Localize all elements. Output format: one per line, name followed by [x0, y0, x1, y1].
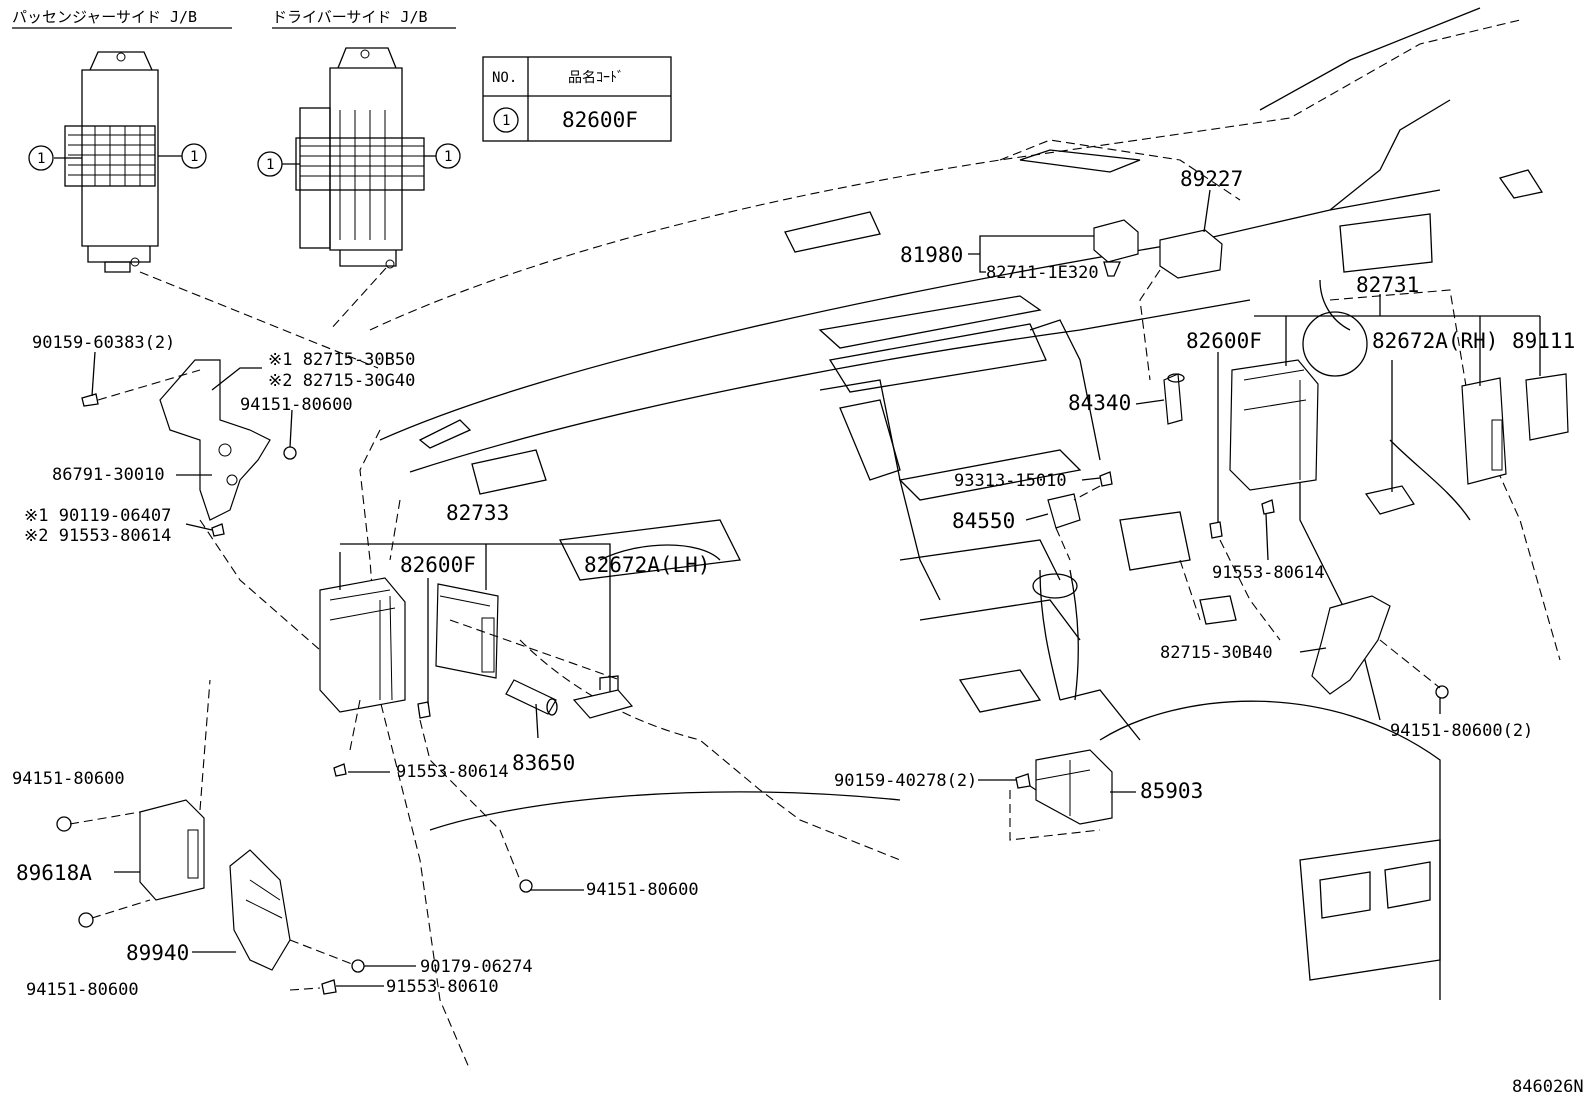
label-91553-80614-a: ※2 91553-80614 [24, 526, 171, 546]
label-82715-30b40: 82715-30B40 [1160, 643, 1273, 663]
table-row-code: 82600F [562, 108, 638, 132]
nut-94151-80600-b [519, 879, 533, 893]
label-89111: 89111 [1512, 329, 1575, 353]
nut-94151-80600-a [283, 446, 297, 460]
clip-82600f-lh [417, 701, 431, 719]
module-89111 [1525, 373, 1569, 441]
switch-84340 [1163, 373, 1185, 425]
code-table: NO. 品名ｺｰﾄﾞ 1 82600F [482, 56, 672, 142]
module-89227 [1159, 229, 1223, 279]
label-82672a-lh: 82672A(LH) [584, 553, 710, 577]
switch-84550 [1047, 493, 1081, 529]
label-82715-30b50: ※1 82715-30B50 [268, 350, 415, 370]
label-84550: 84550 [952, 509, 1015, 533]
label-84340: 84340 [1068, 391, 1131, 415]
dashboard-outline [359, 7, 1561, 1071]
label-82711-1e320: 82711-1E320 [986, 263, 1099, 283]
label-94151-80600-d: 94151-80600 [26, 980, 139, 1000]
bolt-90159-60383 [81, 393, 99, 407]
label-90159-60383: 90159-60383(2) [32, 333, 175, 353]
driver-junction-block [282, 47, 436, 269]
label-89940: 89940 [126, 941, 189, 965]
nut-94151-80600-e [1435, 685, 1449, 699]
bracket-82672a-rh [1364, 485, 1415, 515]
label-94151-80600-e: 94151-80600(2) [1390, 721, 1533, 741]
label-93313-15010: 93313-15010 [954, 471, 1067, 491]
bracket-86791 [159, 359, 321, 651]
label-82672a-rh: 82672A(RH) [1372, 329, 1498, 353]
label-94151-80600-a: 94151-80600 [240, 395, 353, 415]
table-border [482, 56, 672, 142]
label-91553-80614-b: 91553-80614 [396, 762, 509, 782]
bracket-82672a-lh [572, 675, 634, 719]
module-82733-lh [435, 583, 499, 679]
ecu-82600f-lh [319, 577, 406, 713]
driver-callout-left-text: 1 [266, 157, 274, 173]
sensor-81980 [1093, 219, 1139, 263]
driver-jb-header: ドライバーサイド J/B [272, 8, 428, 26]
table-row-no: 1 [502, 113, 510, 129]
module-85903 [1035, 749, 1113, 825]
label-81980: 81980 [900, 243, 963, 267]
ecu-82600f-rh [1229, 359, 1319, 491]
label-94151-80600-b: 94151-80600 [586, 880, 699, 900]
table-header-code: 品名ｺｰﾄﾞ [568, 70, 624, 86]
passenger-callout-right-text: 1 [190, 149, 198, 165]
screw-93313-15010 [1099, 471, 1113, 487]
clip-82711-1e320 [1103, 261, 1121, 277]
driver-callout-right [435, 143, 461, 169]
passenger-callout-left [28, 145, 54, 171]
table-header-no: NO. [492, 70, 517, 86]
passenger-callout-left-text: 1 [37, 151, 45, 167]
driver-callout-right-text: 1 [444, 149, 452, 165]
driver-callout-left [257, 151, 283, 177]
label-82715-30g40: ※2 82715-30G40 [268, 371, 415, 391]
label-91553-80610: 91553-80610 [386, 977, 499, 997]
jb-leader-passenger [139, 271, 379, 369]
nut-94151-80600-d [78, 912, 94, 928]
bolt-90159-40278 [1015, 773, 1031, 789]
bolt-91553-80614-c [1261, 499, 1275, 515]
label-90159-40278: 90159-40278(2) [834, 771, 977, 791]
passenger-callout-right [181, 143, 207, 169]
jb-leader-driver [329, 267, 387, 331]
label-90119-06407: ※1 90119-06407 [24, 506, 171, 526]
nut-90179-06274 [351, 959, 365, 973]
diagram-id: 846026N [1512, 1077, 1584, 1097]
label-89227: 89227 [1180, 167, 1243, 191]
label-82600f-rh: 82600F [1186, 329, 1262, 353]
label-86791-30010: 86791-30010 [52, 465, 165, 485]
label-90179-06274: 90179-06274 [420, 957, 533, 977]
label-89618a: 89618A [16, 861, 92, 885]
sensor-83650 [505, 679, 558, 716]
clip-82600f-rh [1209, 521, 1223, 539]
leader-lines [91, 189, 1541, 987]
bolt-91553-80614-b [333, 763, 347, 777]
bolt-91553-80610 [321, 979, 337, 995]
passenger-jb-header: パッセンジャーサイド J/B [12, 8, 197, 26]
label-83650: 83650 [512, 751, 575, 775]
label-85903: 85903 [1140, 779, 1203, 803]
label-82600f-lh: 82600F [400, 553, 476, 577]
nut-94151-80600-c [56, 816, 72, 832]
label-94151-80600-c: 94151-80600 [12, 769, 125, 789]
module-89618a [139, 799, 205, 901]
bracket-82715-30b40 [1311, 595, 1391, 695]
label-91553-80614-c: 91553-80614 [1212, 563, 1325, 583]
table-row-circle [493, 107, 519, 133]
label-82731: 82731 [1356, 273, 1419, 297]
module-82672a-rh-bracket [1461, 377, 1507, 485]
label-82733: 82733 [446, 501, 509, 525]
passenger-junction-block [54, 51, 182, 273]
module-89940 [229, 849, 291, 971]
bolt-91553-80614-a [211, 523, 225, 537]
